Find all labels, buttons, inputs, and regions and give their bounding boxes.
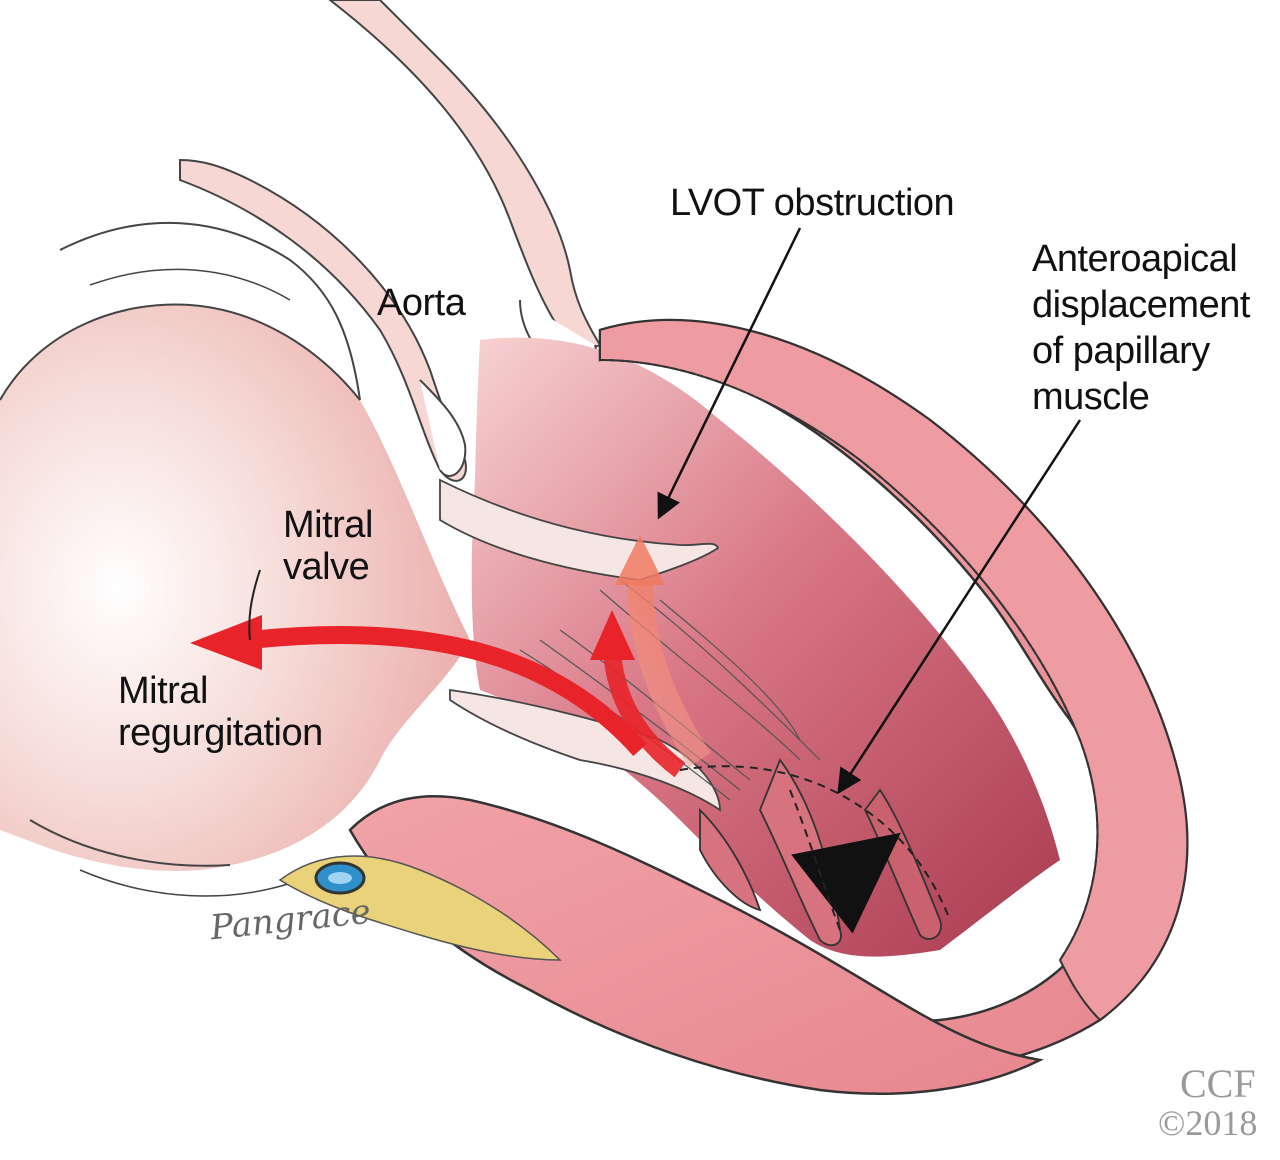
original-papillary-outline — [679, 765, 951, 921]
label-anteroapical-displacement: Anteroapical displacement of papillary m… — [1032, 238, 1250, 418]
mitral-posterior-leaflet — [449, 688, 721, 812]
label-lvot-obstruction: LVOT obstruction — [670, 182, 955, 224]
mitral-regurgitation-arrow — [249, 626, 647, 756]
mitral-valve-leader — [248, 569, 261, 641]
credit-org: CCF — [1180, 1061, 1256, 1106]
papillary-leader-line — [837, 419, 1082, 795]
lv-cavity — [471, 337, 1061, 957]
credit-year: ©2018 — [1158, 1103, 1258, 1143]
label-aorta: Aorta — [377, 282, 466, 324]
label-mitral-valve: Mitral valve — [283, 504, 373, 588]
interventricular-septum — [348, 795, 1044, 1095]
papillary-muscle-posterior — [699, 807, 762, 912]
left-atrium — [0, 304, 470, 871]
pulmonary-vessel — [59, 221, 361, 401]
systolic-flow-arrow — [603, 649, 686, 778]
lvot-flow-arrow — [627, 579, 711, 768]
displacement-arrow — [791, 832, 901, 934]
lvot-leader-line — [657, 227, 802, 520]
label-mitral-regurgitation: Mitral regurgitation — [118, 670, 323, 754]
